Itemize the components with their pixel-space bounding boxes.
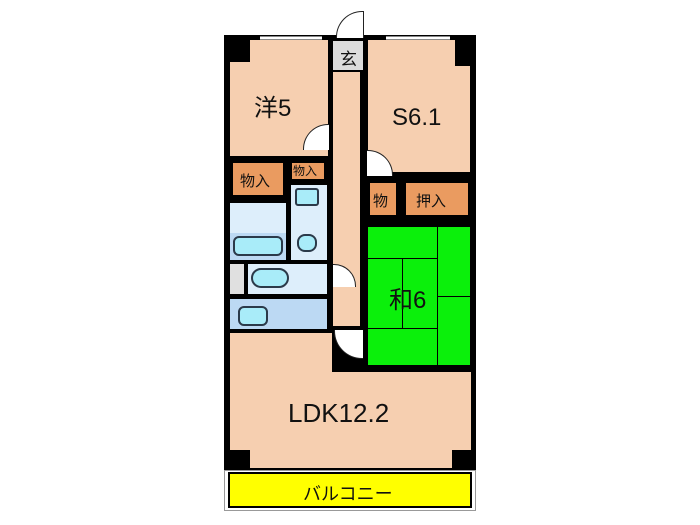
room-service xyxy=(368,40,470,172)
room-label-balcony: バルコニー xyxy=(303,484,393,504)
closet-2 xyxy=(289,160,327,182)
closet-label-2: 物入 xyxy=(293,164,318,178)
room-label-japanese: 和6 xyxy=(389,287,427,314)
room-label-western: 洋5 xyxy=(254,95,292,122)
wall-corner xyxy=(228,450,250,470)
wall-corner xyxy=(455,38,473,66)
closet-label-1: 物入 xyxy=(240,173,271,190)
closet-label-3: 物 xyxy=(373,193,389,210)
window xyxy=(260,36,322,40)
closet-1 xyxy=(230,160,286,198)
entrance xyxy=(333,41,363,70)
oshiire xyxy=(403,180,471,218)
bathtub xyxy=(233,236,283,256)
tatami-line xyxy=(367,328,437,329)
toilet xyxy=(251,268,289,288)
room-label-service: S6.1 xyxy=(392,104,442,131)
room-ldk xyxy=(330,372,471,468)
oshiire-label: 押入 xyxy=(416,193,447,210)
toilet-room-side xyxy=(230,264,244,294)
window xyxy=(386,36,450,40)
room-label-ldk: LDK12.2 xyxy=(288,398,390,428)
sink xyxy=(295,188,319,206)
wall-corner xyxy=(228,38,250,62)
balcony xyxy=(228,472,472,508)
front-door xyxy=(336,11,364,38)
washer xyxy=(297,234,317,252)
room-label-entrance: 玄 xyxy=(340,50,357,69)
room-ldk xyxy=(230,333,332,468)
wall-corner xyxy=(452,450,472,470)
corridor xyxy=(333,72,360,326)
closet-3 xyxy=(367,180,399,218)
tatami-line xyxy=(437,296,471,297)
tatami-line xyxy=(402,258,403,328)
kitchen-sink xyxy=(238,306,268,326)
washroom xyxy=(230,203,286,233)
